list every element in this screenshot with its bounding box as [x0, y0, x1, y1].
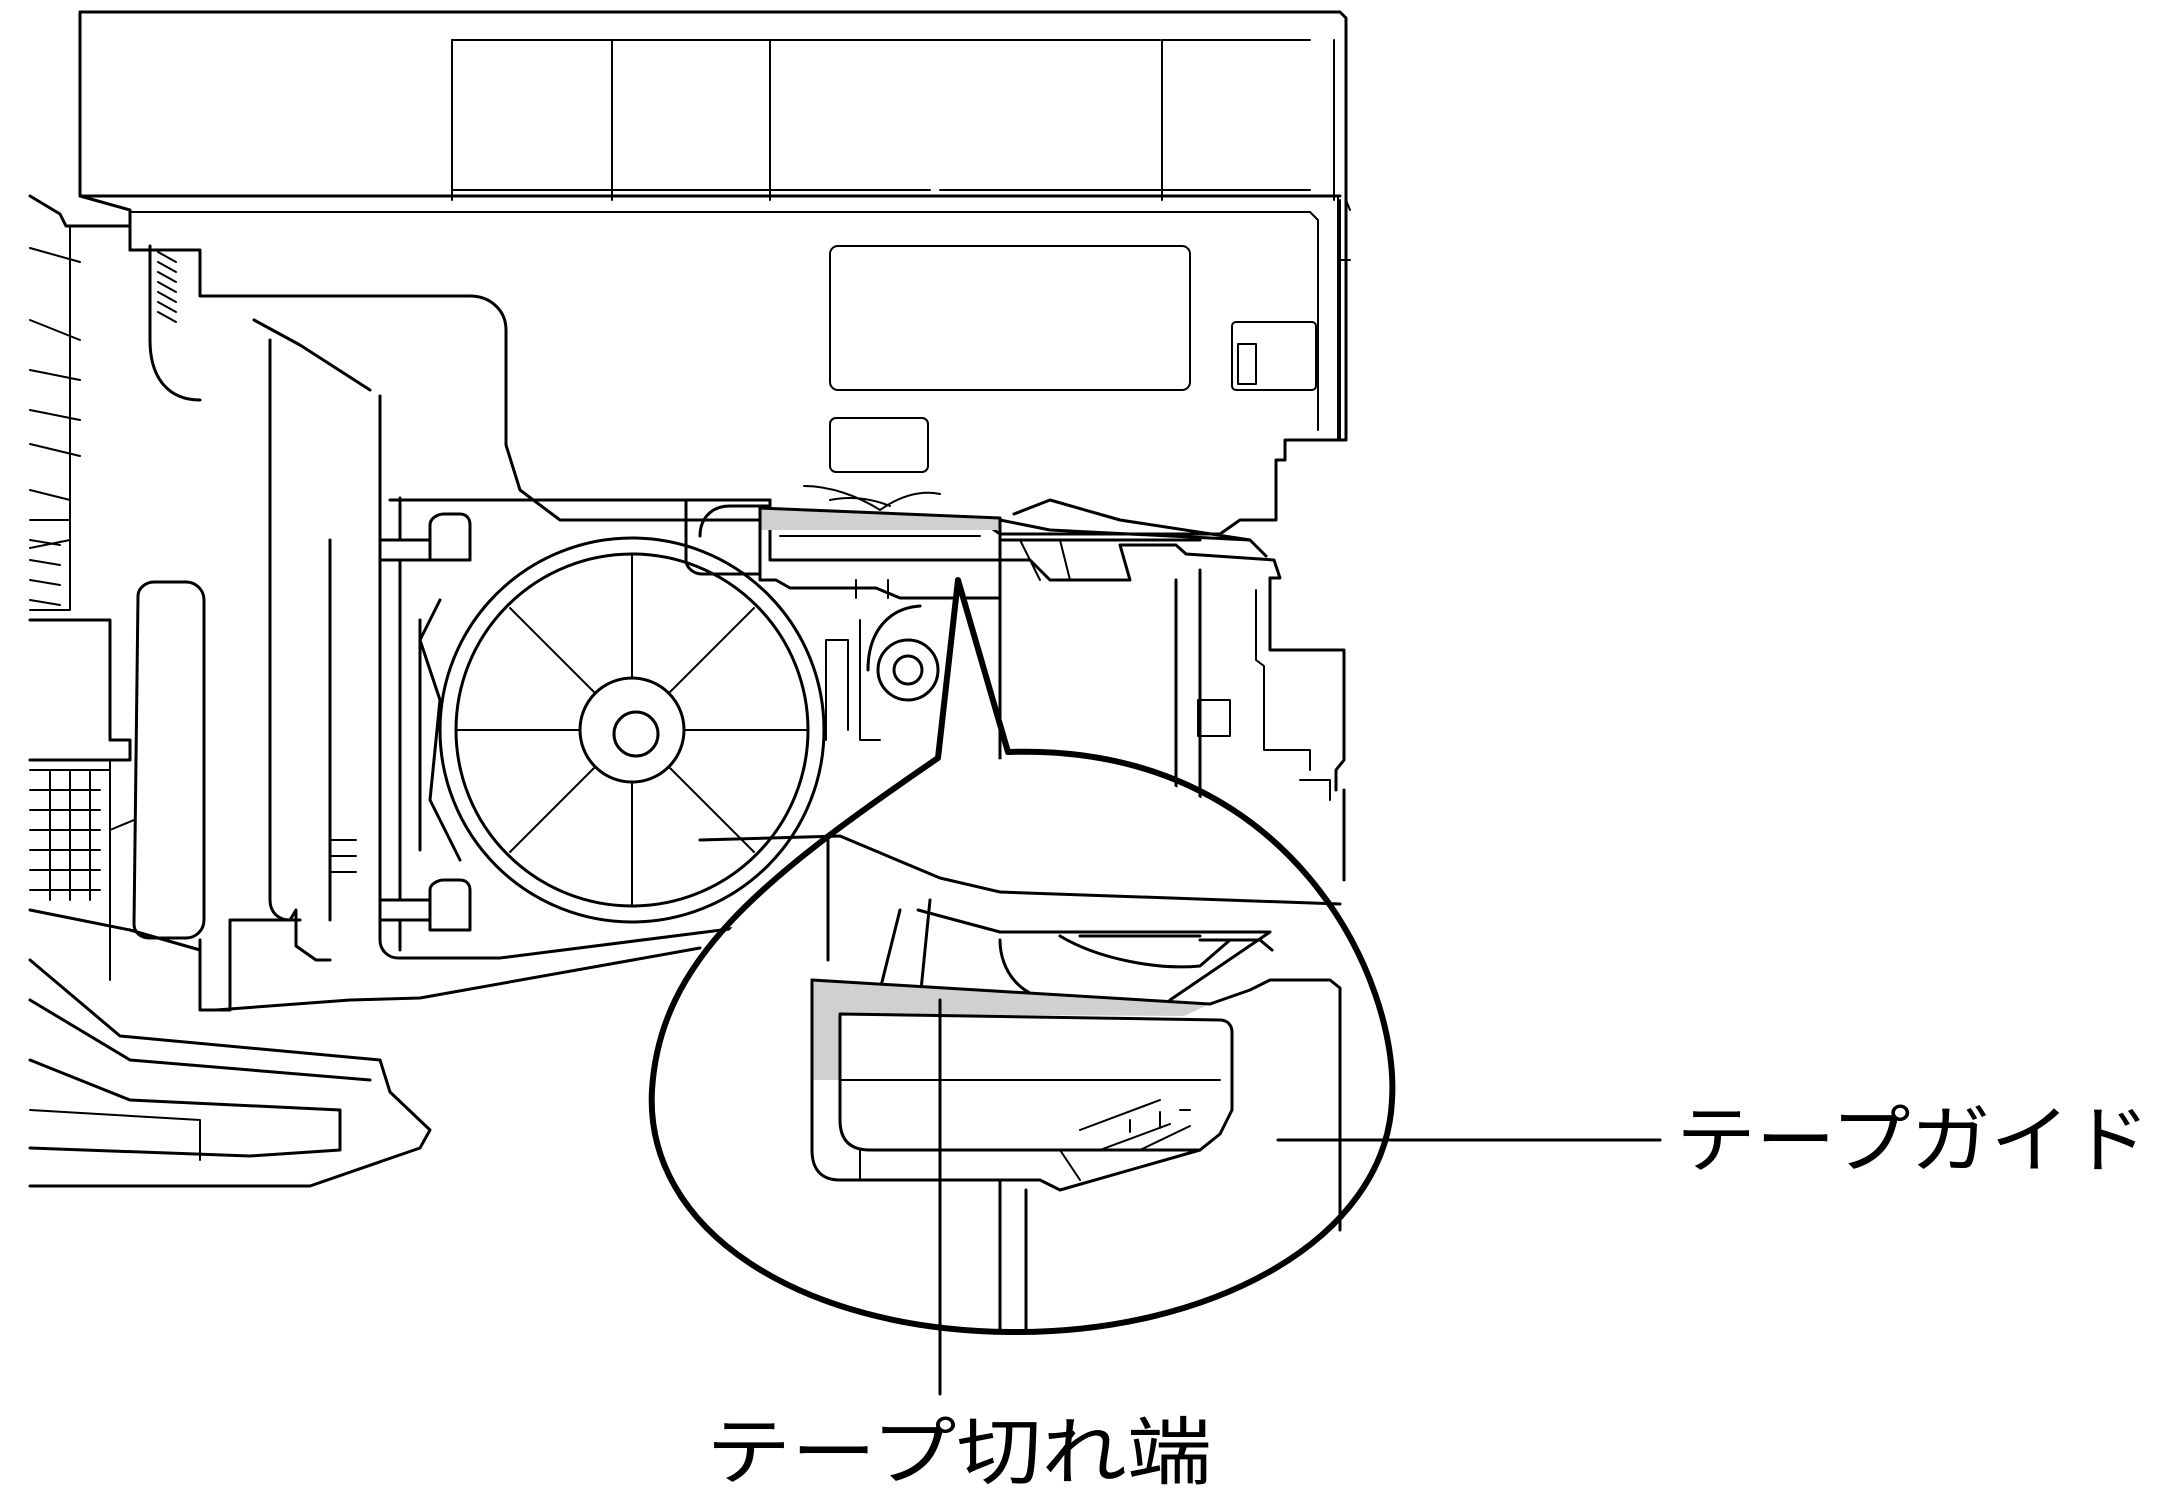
callout-label-tape-cut-end: テープ切れ端: [706, 1410, 1212, 1495]
tape-cassette: [252, 318, 882, 960]
top-cover: [78, 10, 1351, 536]
callout-tape-cut-end: テープ切れ端: [706, 998, 1212, 1495]
magnified-detail: [648, 577, 1396, 1336]
callout-tape-guide: テープガイド: [1276, 1098, 2150, 1184]
printer-mechanism: [28, 10, 1351, 1188]
callout-label-tape-guide: テープガイド: [1676, 1098, 2150, 1184]
magnifier-outline: [648, 577, 1396, 1336]
left-frame: [28, 194, 206, 981]
base-plate: [28, 908, 702, 1188]
detail-interior: [698, 834, 1342, 1332]
